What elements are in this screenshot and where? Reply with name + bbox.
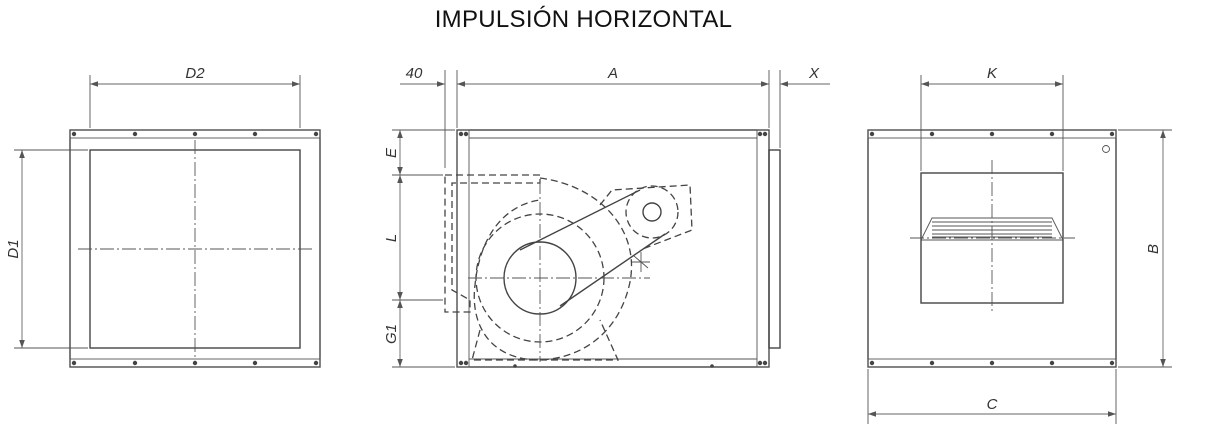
dimension-label-g1: G1 <box>383 324 400 344</box>
dimension-label-d2: D2 <box>185 65 205 82</box>
tensioner <box>632 252 650 272</box>
fan-support <box>471 319 620 361</box>
rear-view-hole <box>1102 145 1110 153</box>
rear-view-bolts <box>869 131 1115 366</box>
dimension-label-40: 40 <box>406 65 423 82</box>
diagram-title: IMPULSIÓN HORIZONTAL <box>434 6 733 33</box>
dimension-label-l: L <box>383 234 400 242</box>
dimension-label-d1: D1 <box>5 239 22 258</box>
dimension-label-x: X <box>808 65 820 82</box>
dimension-label-c: C <box>987 396 998 413</box>
dimension-label-b: B <box>1145 244 1162 254</box>
front-view: D2 D1 <box>5 65 321 368</box>
side-view-bolts <box>458 131 768 368</box>
motor-bracket <box>599 184 693 251</box>
dimension-label-k: K <box>987 65 998 82</box>
side-view-flange <box>768 149 781 349</box>
fan-discharge-outlet <box>444 174 541 313</box>
front-view-bolts <box>71 131 319 366</box>
side-view: 40 A X E L G1 <box>383 65 830 368</box>
rear-view: K B C <box>867 65 1172 424</box>
dimension-label-a: A <box>607 65 618 82</box>
dimension-label-e: E <box>383 147 400 158</box>
motor-pulley <box>625 185 679 239</box>
